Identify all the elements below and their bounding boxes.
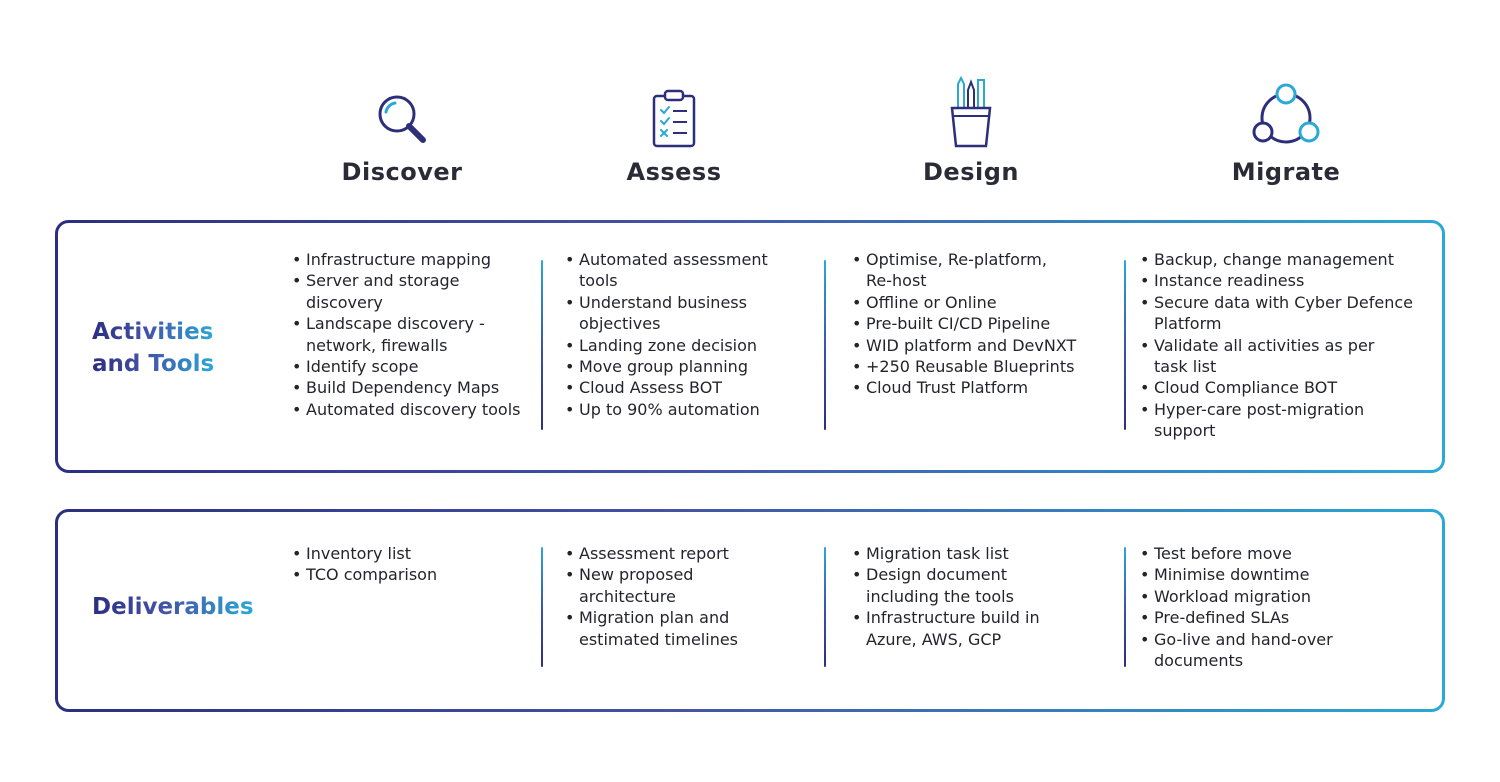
phase-discover: Discover (272, 68, 532, 186)
list-item: Landing zone decision (565, 335, 805, 357)
list-item: Infrastructure mapping (292, 249, 527, 271)
list-item: Pre-built CI/CD Pipeline (852, 313, 1107, 335)
list-item: Secure data with Cyber Defence Platform (1140, 292, 1429, 335)
deliverables-panel (55, 509, 1445, 712)
list-item: Migration task list (852, 543, 1107, 565)
list-item: Validate all activities as per task list (1140, 335, 1394, 378)
deliverables-migrate-list: Test before move Minimise downtime Workl… (1140, 543, 1435, 671)
list-item: Move group planning (565, 356, 805, 378)
list-item: Minimise downtime (1140, 564, 1435, 586)
list-item: WID platform and DevNXT (852, 335, 1107, 357)
activities-label: Activities and Tools (92, 316, 214, 380)
activities-design-list: Optimise, Re-platform, Re-host Offline o… (852, 249, 1107, 399)
activities-assess-list: Automated assessment tools Understand bu… (565, 249, 805, 421)
activities-discover-list: Infrastructure mapping Server and storag… (292, 249, 527, 421)
list-item: Offline or Online (852, 292, 1107, 314)
column-divider (541, 547, 543, 667)
column-divider (824, 547, 826, 667)
list-item: Assessment report (565, 543, 805, 565)
deliverables-label: Deliverables (92, 591, 254, 623)
activities-label-line2: and Tools (92, 351, 215, 377)
list-item: Migration plan and estimated timelines (565, 607, 769, 650)
list-item: Instance readiness (1140, 270, 1435, 292)
list-item: Design document including the tools (852, 564, 1046, 607)
list-item: Hyper-care post-migration support (1140, 399, 1404, 442)
list-item: Workload migration (1140, 586, 1435, 608)
phase-design: Design (841, 68, 1101, 186)
pencil-cup-icon (841, 68, 1101, 150)
list-item: Landscape discovery - network, firewalls (292, 313, 527, 356)
list-item: Pre-defined SLAs (1140, 607, 1435, 629)
list-item: Go-live and hand-over documents (1140, 629, 1354, 672)
list-item: Understand business objectives (565, 292, 805, 335)
activities-label-line1: Activities (92, 319, 214, 345)
list-item: Cloud Compliance BOT (1140, 377, 1435, 399)
list-item: Cloud Assess BOT (565, 377, 805, 399)
column-divider (1124, 260, 1126, 430)
deliverables-design-list: Migration task list Design document incl… (852, 543, 1107, 650)
deliverables-assess-list: Assessment report New proposed architect… (565, 543, 805, 650)
magnifier-icon (272, 68, 532, 150)
activities-panel (55, 220, 1445, 473)
clipboard-checklist-icon (544, 68, 804, 150)
phase-assess: Assess (544, 68, 804, 186)
list-item: Optimise, Re-platform, Re-host (852, 249, 1071, 292)
list-item: Up to 90% automation (565, 399, 805, 421)
column-divider (1124, 547, 1126, 667)
list-item: Test before move (1140, 543, 1435, 565)
activities-panel-border (55, 220, 1445, 473)
list-item: Automated assessment tools (565, 249, 805, 292)
activities-migrate-list: Backup, change management Instance readi… (1140, 249, 1435, 442)
list-item: Server and storage discovery (292, 270, 527, 313)
list-item: Infrastructure build in Azure, AWS, GCP (852, 607, 1066, 650)
list-item: Backup, change management (1140, 249, 1435, 271)
phase-title: Assess (626, 158, 722, 186)
phase-migrate: Migrate (1156, 68, 1416, 186)
list-item: New proposed architecture (565, 564, 749, 607)
list-item: Inventory list (292, 543, 527, 565)
list-item: Automated discovery tools (292, 399, 527, 421)
list-item: TCO comparison (292, 564, 527, 586)
list-item: Cloud Trust Platform (852, 377, 1107, 399)
deliverables-discover-list: Inventory list TCO comparison (292, 543, 527, 586)
deliverables-panel-border (55, 509, 1445, 712)
column-divider (541, 260, 543, 430)
phase-title: Migrate (1231, 158, 1341, 186)
list-item: Identify scope (292, 356, 527, 378)
phase-title: Design (923, 158, 1019, 186)
phase-title: Discover (341, 158, 463, 186)
cycle-nodes-icon (1156, 68, 1416, 150)
list-item: Build Dependency Maps (292, 377, 527, 399)
list-item: +250 Reusable Blueprints (852, 356, 1107, 378)
column-divider (824, 260, 826, 430)
